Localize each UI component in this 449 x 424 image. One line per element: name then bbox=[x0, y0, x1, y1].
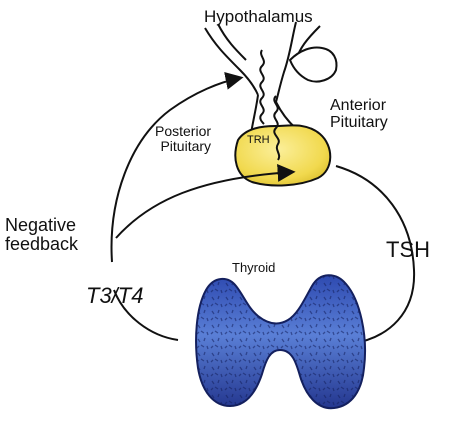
t3-t4-label: T3/T4 bbox=[86, 283, 144, 308]
anterior-pituitary-label-line-1: Anterior bbox=[330, 97, 387, 114]
feedback-arrow-hypothalamus bbox=[110, 72, 244, 263]
t3t4-arrow bbox=[113, 289, 179, 341]
negative-feedback-label: Negative feedback bbox=[5, 216, 78, 254]
negative-feedback-label-line-2: feedback bbox=[5, 233, 79, 254]
trh-label: TRH bbox=[247, 134, 270, 146]
thyroid-label: Thyroid bbox=[232, 260, 276, 275]
anterior-pituitary-label: Anterior Pituitary bbox=[330, 97, 388, 132]
posterior-pituitary-label: Posterior Pituitary bbox=[155, 124, 211, 153]
trh-neuron-squiggle-2 bbox=[273, 95, 281, 161]
negative-feedback-label-line-1: Negative bbox=[5, 215, 77, 235]
tsh-label: TSH bbox=[386, 237, 430, 262]
hypothalamus-outline bbox=[204, 21, 338, 141]
anterior-pituitary-label-line-2: Pituitary bbox=[330, 113, 388, 131]
pituitary-gland bbox=[234, 124, 332, 187]
posterior-pituitary-label-line-1: Posterior bbox=[155, 123, 212, 139]
thyroid-gland bbox=[195, 274, 367, 410]
hypothalamus-label: Hypothalamus bbox=[204, 7, 313, 26]
trh-neuron-squiggle bbox=[259, 49, 265, 125]
tsh-arrow bbox=[335, 165, 416, 351]
posterior-pituitary-label-line-2: Pituitary bbox=[160, 137, 212, 154]
feedback-arrow-pituitary bbox=[115, 163, 296, 239]
